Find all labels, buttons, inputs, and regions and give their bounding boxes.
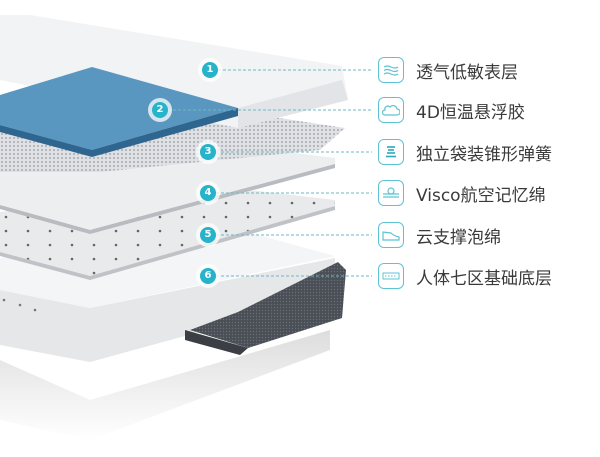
base-layer-icon [378, 263, 404, 289]
layer-badge-1: 1 [202, 62, 218, 78]
memory-foam-icon [378, 180, 404, 206]
legend-label: 4D恒温悬浮胶 [416, 102, 525, 123]
cloud-icon [378, 97, 404, 123]
legend-label: 人体七区基础底层 [416, 268, 552, 289]
legend-item-4: Visco航空记忆绵 [378, 178, 546, 208]
layer-2-gel [0, 67, 238, 150]
legend-item-5: 云支撑泡绵 [378, 220, 501, 250]
base-vents [2, 298, 37, 312]
legend-label: 透气低敏表层 [416, 62, 518, 83]
layer-badge-4: 4 [200, 185, 216, 201]
waves-icon [378, 57, 404, 83]
legend-item-3: 独立袋装锥形弹簧 [378, 137, 552, 167]
layer-1-top [0, 15, 348, 128]
leader-lines [168, 69, 372, 277]
support-foam-icon [378, 222, 404, 248]
base-layer-front [0, 258, 335, 362]
floor-shadow [0, 330, 330, 440]
base-cover [190, 262, 346, 348]
legend-label: 独立袋装锥形弹簧 [416, 144, 552, 165]
legend-label: Visco航空记忆绵 [416, 185, 546, 206]
legend-label: 云支撑泡绵 [416, 227, 501, 248]
layer-badge-6: 6 [200, 268, 216, 284]
layer-badge-3: 3 [200, 144, 216, 160]
spring-icon [378, 139, 404, 165]
layer-badge-2: 2 [152, 102, 168, 118]
legend-item-1: 透气低敏表层 [378, 55, 518, 85]
legend-item-2: 4D恒温悬浮胶 [378, 95, 525, 125]
layer-badge-5: 5 [200, 227, 216, 243]
legend-item-6: 人体七区基础底层 [378, 261, 552, 291]
